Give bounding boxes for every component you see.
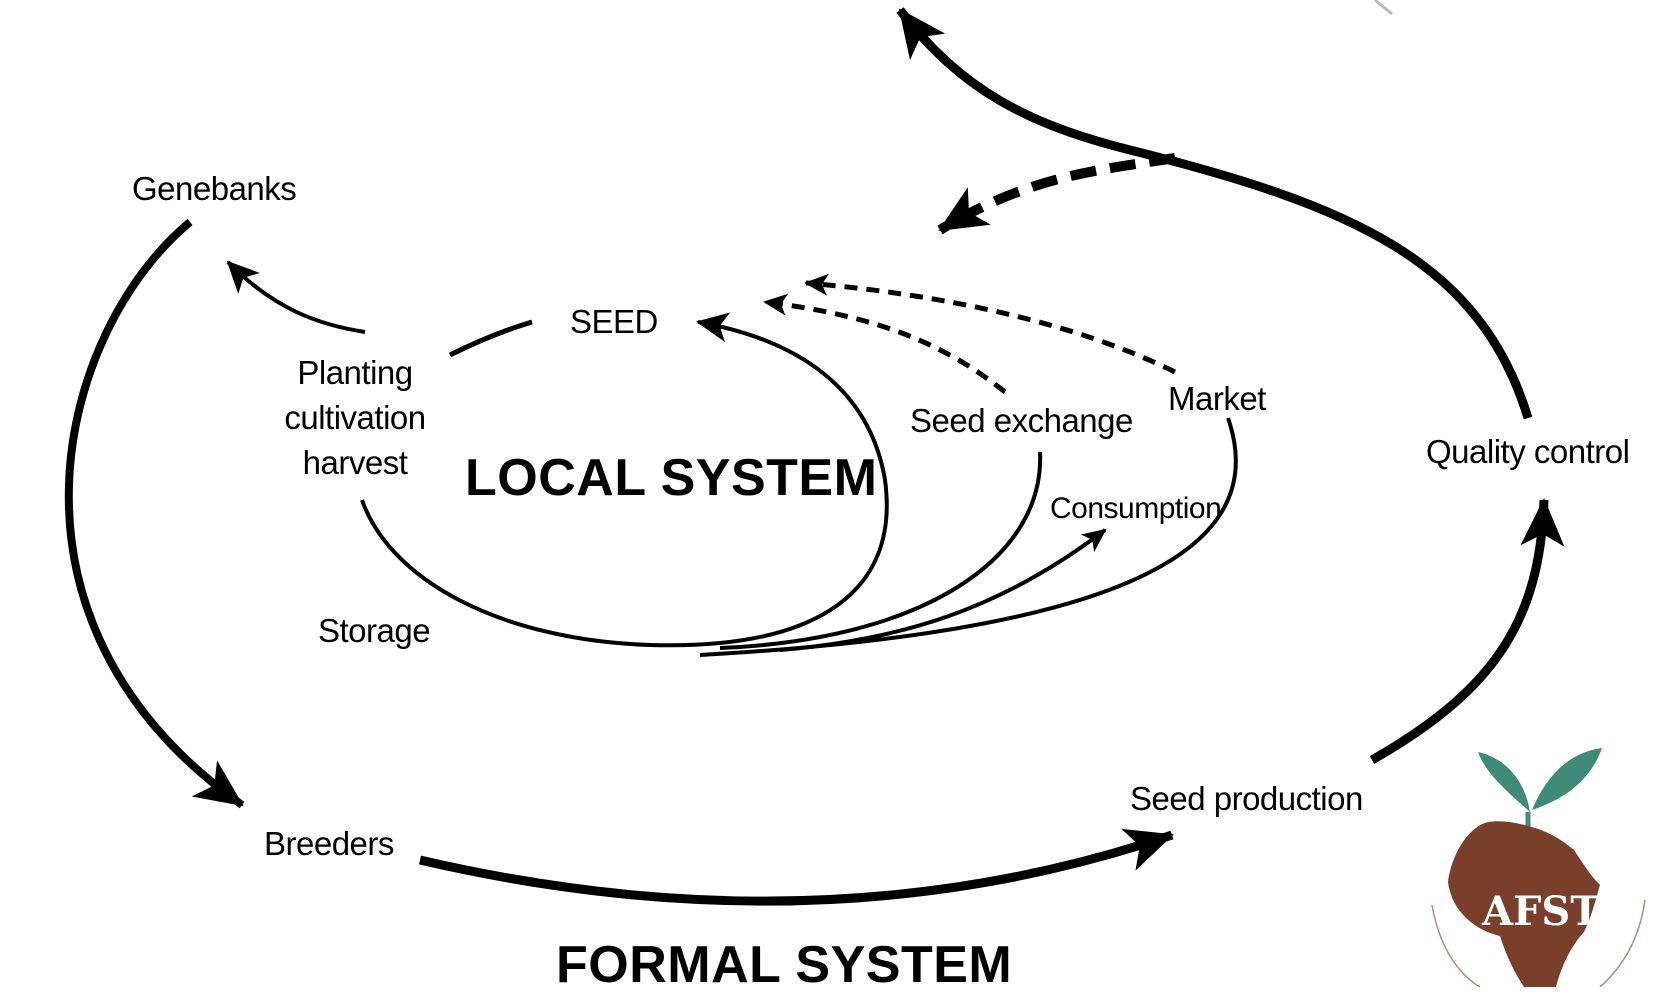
- planting-to-seed-line: [448, 319, 533, 358]
- consumption-label: Consumption: [1050, 492, 1222, 525]
- logo-ring-arc: [1431, 899, 1646, 987]
- seed-exchange-to-seed-dashed-arrow: [763, 293, 1007, 394]
- formal-system-title: FORMAL SYSTEM: [556, 936, 1013, 994]
- planting-to-genebanks-arrow: [226, 260, 366, 334]
- breeders-label: Breeders: [264, 825, 394, 862]
- logo-leaf-right: [1532, 748, 1602, 810]
- seed-exchange-loop-line: [719, 451, 1043, 650]
- afsta-logo-text: AFSTA: [1482, 888, 1629, 935]
- planting-line-1: Planting: [297, 354, 413, 391]
- seed-exchange-label: Seed exchange: [910, 402, 1133, 439]
- seed-production-label: Seed production: [1130, 780, 1363, 817]
- market-label: Market: [1168, 380, 1266, 417]
- quality-control-label: Quality control: [1426, 433, 1630, 470]
- seed-label: SEED: [570, 303, 658, 340]
- local-main-loop-arrow: [360, 312, 889, 648]
- quality-control-to-top-arrow: [896, 7, 1533, 420]
- breeders-to-seed-production-arrow: [418, 828, 1174, 906]
- local-system-title: LOCAL SYSTEM: [465, 449, 878, 507]
- market-loop-line: [699, 417, 1238, 657]
- top-edge-mark: [1374, 0, 1393, 16]
- planting-line-3: harvest: [302, 444, 408, 481]
- genebanks-to-breeders-arrow: [64, 218, 245, 809]
- afsta-logo: [1431, 748, 1646, 987]
- logo-africa-map: [1448, 821, 1600, 987]
- formal-to-local-dashed-arrow: [937, 153, 1176, 235]
- planting-line-2: cultivation: [284, 399, 426, 436]
- market-to-seed-dashed-arrow: [804, 273, 1177, 375]
- genebanks-label: Genebanks: [132, 170, 297, 207]
- storage-label: Storage: [318, 612, 431, 649]
- logo-leaf-left: [1478, 752, 1530, 812]
- planting-label: Planting cultivation harvest: [270, 350, 440, 485]
- seed-production-to-quality-control-arrow: [1369, 498, 1565, 764]
